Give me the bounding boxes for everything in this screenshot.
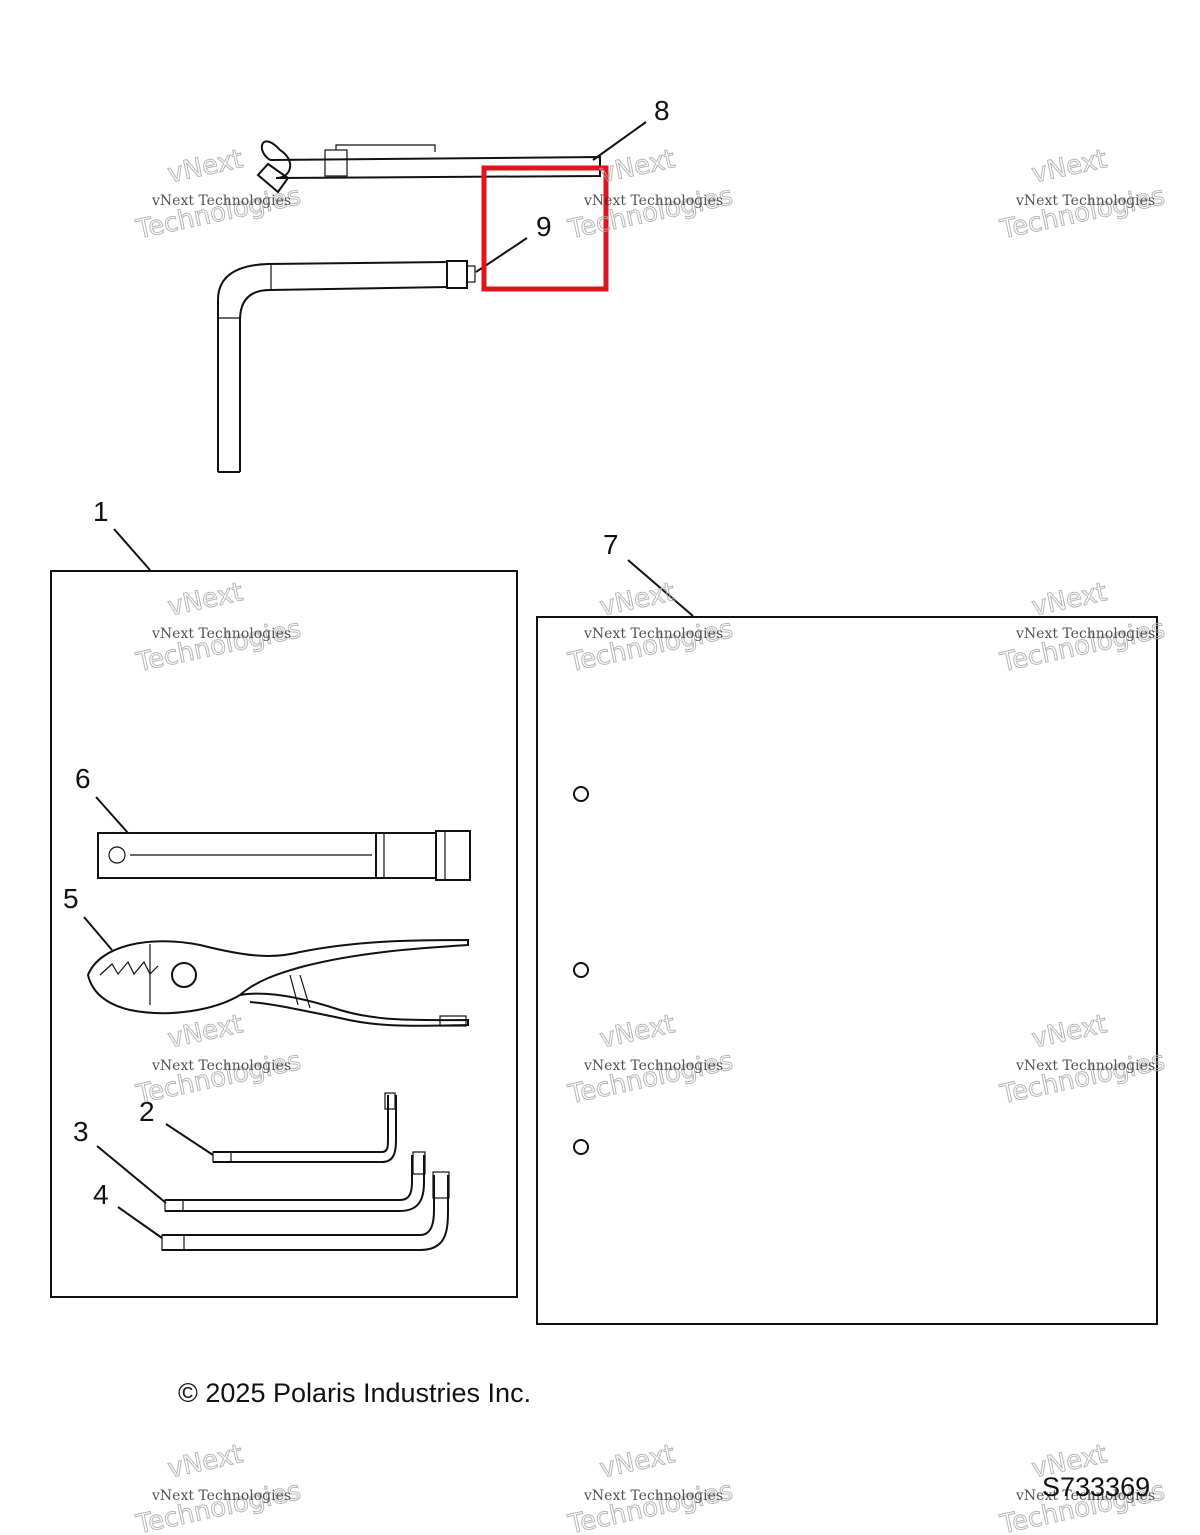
watermark-brand: vNext: [165, 144, 246, 189]
part-6-socket[interactable]: [97, 830, 471, 881]
leader-line-6: [95, 796, 129, 834]
watermark-technologies: Technologies: [997, 1046, 1168, 1110]
callout-2: 2: [139, 1096, 155, 1127]
callout-9: 9: [536, 211, 552, 242]
watermark-label: vNext Technologies: [1015, 1488, 1155, 1504]
watermark-label: vNext Technologies: [583, 193, 723, 209]
watermark-label: vNext Technologies: [151, 1488, 291, 1504]
watermark-technologies: Technologies: [565, 181, 736, 245]
part-7-manual-box[interactable]: [536, 616, 1158, 1325]
watermark-label: vNext Technologies: [1015, 1058, 1155, 1074]
watermark-brand: vNext: [597, 577, 678, 622]
leader-line-1: [113, 528, 151, 571]
callout-5: 5: [63, 883, 79, 914]
watermark-technologies: Technologies: [133, 614, 304, 678]
leader-line-5: [83, 916, 113, 951]
callout-6: 6: [75, 763, 91, 794]
watermark-brand: vNext: [597, 144, 678, 189]
leader-line-8: [592, 121, 647, 161]
binder-hole-2: [573, 962, 589, 978]
callout-7: 7: [603, 529, 619, 560]
watermark-label: vNext Technologies: [1015, 193, 1155, 209]
watermark-technologies: Technologies: [997, 181, 1168, 245]
watermark-brand: vNext: [165, 1439, 246, 1484]
part-4-hex-key[interactable]: [161, 1171, 450, 1251]
watermark-brand: vNext: [1029, 1009, 1110, 1054]
watermark-technologies: Technologies: [133, 181, 304, 245]
document-number: S733369: [1042, 1472, 1151, 1502]
binder-hole-3: [573, 1139, 589, 1155]
leader-line-7: [627, 559, 694, 617]
leader-line-3: [96, 1145, 167, 1204]
callout-8: 8: [654, 95, 670, 126]
watermark-label: vNext Technologies: [1015, 626, 1155, 642]
watermark-label: vNext Technologies: [583, 1488, 723, 1504]
watermark-brand: vNext: [165, 1009, 246, 1054]
part-5-pliers[interactable]: [86, 938, 469, 1027]
copyright-text: © 2025 Polaris Industries Inc.: [178, 1378, 532, 1408]
part-2-hex-key[interactable]: [212, 1092, 397, 1163]
watermark-label: vNext Technologies: [151, 193, 291, 209]
watermark-label: vNext Technologies: [151, 626, 291, 642]
watermark-technologies: Technologies: [565, 1046, 736, 1110]
watermark-technologies: Technologies: [133, 1046, 304, 1110]
watermark-technologies: Technologies: [133, 1476, 304, 1535]
leader-line-2: [165, 1123, 214, 1156]
part-3-hex-key[interactable]: [164, 1151, 426, 1212]
watermark-technologies: Technologies: [565, 614, 736, 678]
watermark-technologies: Technologies: [997, 614, 1168, 678]
watermark-brand: vNext: [165, 577, 246, 622]
part-1-toolkit-box[interactable]: [50, 570, 518, 1298]
part-9-tube[interactable]: [217, 260, 476, 473]
watermark-label: vNext Technologies: [583, 1058, 723, 1074]
watermark-brand: vNext: [597, 1439, 678, 1484]
callout-4: 4: [93, 1179, 109, 1210]
leader-line-4: [117, 1206, 163, 1239]
binder-hole-1: [573, 786, 589, 802]
watermark-technologies: Technologies: [565, 1476, 736, 1535]
watermark-label: vNext Technologies: [583, 626, 723, 642]
callout-3: 3: [73, 1116, 89, 1147]
watermark-brand: vNext: [597, 1009, 678, 1054]
watermark-label: vNext Technologies: [151, 1058, 291, 1074]
watermark-brand: vNext: [1029, 144, 1110, 189]
callout-1: 1: [93, 496, 109, 527]
highlight-box[interactable]: [481, 165, 609, 292]
watermark-brand: vNext: [1029, 577, 1110, 622]
